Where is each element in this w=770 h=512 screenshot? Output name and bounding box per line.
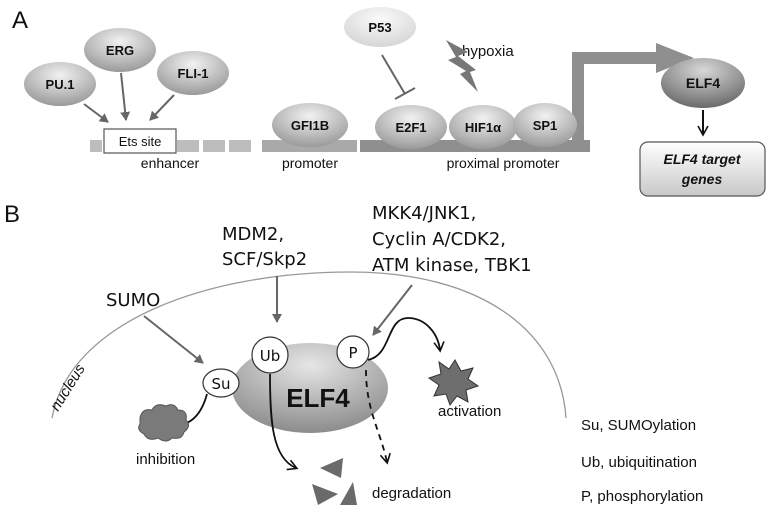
kinases-label-line3: ATM kinase, TBK1 [372,255,532,276]
enhancer-label: enhancer [141,155,200,171]
hypoxia-label: hypoxia [462,43,514,60]
su-modification: Su [202,368,240,398]
sp1-label: SP1 [533,118,558,133]
elf4-product-label: ELF4 [686,75,720,91]
gfi1b-node: GFI1B [272,103,348,147]
inhibition-cloud-icon [138,404,190,442]
target-genes-line2: genes [681,171,723,187]
nucleus-label: nucleus [47,361,89,414]
elf4-target-genes-box: ELF4 target genes [639,141,766,197]
hif1a-label: HIF1α [465,120,501,135]
transcription-start-arrow [572,43,694,152]
degradation-label: degradation [372,485,451,502]
e2f1-label: E2F1 [395,120,426,135]
kinases-label-line2: Cyclin A/CDK2, [372,229,506,250]
p-label: P [348,344,357,362]
legend-su: Su, SUMOylation [581,417,696,434]
ets-factor-arrows [83,72,175,123]
mdm2-label-line1: MDM2, [222,224,284,245]
lightning-icon [446,40,478,92]
erg-node: ERG [84,28,156,72]
inhibition-label: inhibition [136,451,195,468]
activation-label: activation [438,403,501,420]
elf4-product-node: ELF4 [661,58,745,108]
degraded-fragments-icon [312,458,357,505]
nucleus-membrane [51,271,567,419]
proximal-promoter-label: proximal promoter [447,155,560,171]
ub-label: Ub [260,347,281,365]
fli1-node: FLI-1 [157,51,229,95]
regulator-arrows [143,276,413,364]
hif1a-node: HIF1α [449,105,517,149]
fli1-label: FLI-1 [177,66,208,81]
promoter-label: promoter [282,155,338,171]
e2f1-node: E2F1 [375,105,447,149]
legend-p: P, phosphorylation [581,488,703,505]
ets-site-label: Ets site [119,134,162,149]
ets-site-box [103,128,177,154]
pu1-node: PU.1 [24,62,96,106]
erg-label: ERG [106,43,134,58]
ubiquitin-degradation-arrow [269,373,299,471]
pu1-label: PU.1 [46,77,75,92]
p53-inhibition-line [381,54,416,100]
legend-ub: Ub, ubiquitination [581,454,697,471]
su-label: Su [211,375,230,393]
kinases-label-line1: MKK4/JNK1, [372,203,476,224]
phospho-degradation-arrow [365,369,391,465]
p53-node: P53 [344,7,416,47]
panel-a-label: A [12,7,28,34]
ub-modification: Ub [251,336,289,374]
p53-label: P53 [368,20,391,35]
target-genes-line1: ELF4 target [663,151,741,167]
activation-arrow [367,317,445,361]
elf4-protein-label: ELF4 [286,383,350,413]
panel-b-label: B [4,201,20,228]
mdm2-label-line2: SCF/Skp2 [222,249,307,270]
gfi1b-label: GFI1B [291,118,329,133]
legend: Su, SUMOylation Ub, ubiquitination P, ph… [581,417,703,505]
sumo-label: SUMO [106,290,160,311]
activation-burst-icon [427,359,480,407]
sp1-node: SP1 [513,103,577,147]
p-modification: P [336,335,370,369]
